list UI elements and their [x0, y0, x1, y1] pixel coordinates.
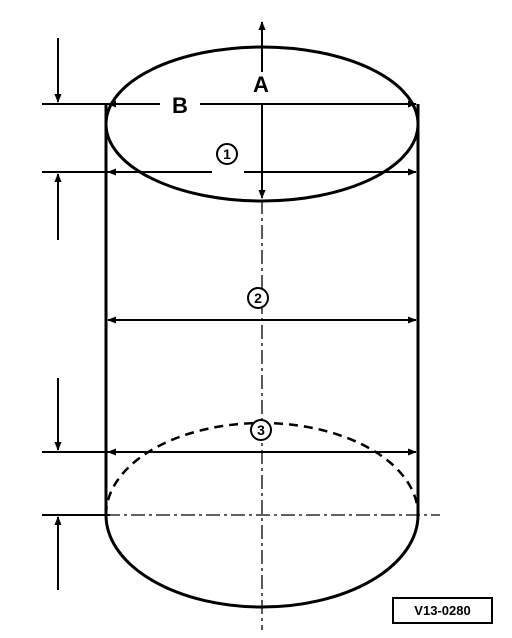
marker-2-circle — [247, 287, 269, 309]
figure-code-label: V13-0280 — [392, 597, 493, 624]
label-a: A — [253, 72, 269, 97]
marker-1-circle — [216, 143, 238, 165]
marker-2-label: 2 — [254, 290, 262, 306]
marker-1-label: 1 — [223, 146, 231, 162]
label-b: B — [172, 93, 188, 118]
marker-3-circle — [250, 419, 272, 441]
marker-3-label: 3 — [257, 422, 265, 438]
